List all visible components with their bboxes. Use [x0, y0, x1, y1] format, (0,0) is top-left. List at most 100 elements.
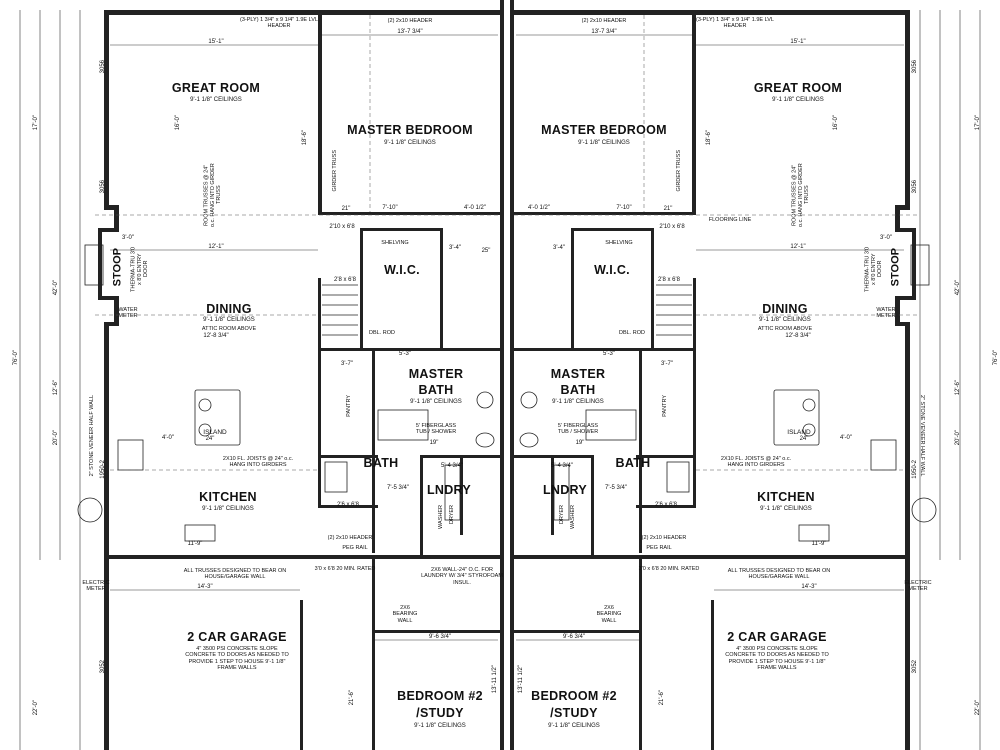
- dim-76-0-right: 76'-0": [993, 350, 999, 366]
- master-bedroom-ceiling: 9'-1 1/8" CEILINGS: [384, 140, 436, 146]
- dim-4-0: 4'-0 1/2": [464, 205, 486, 211]
- dim-master-width-right: 13'-7 3/4": [591, 29, 617, 35]
- dim-dining-width: 12'-1": [208, 244, 224, 250]
- dining-attic-note: ATTIC ROOM ABOVE: [201, 326, 257, 332]
- dim-garage-width-right: 14'-3": [801, 584, 817, 590]
- dim-13-11: 13'-11 1/2": [492, 665, 498, 694]
- header-3-2x10-note-right: (2) 2x10 HEADER: [581, 18, 627, 24]
- dim-12-6: 12'-6": [53, 380, 59, 396]
- dim-3056-b: 3056: [100, 180, 106, 194]
- laundry-label-right: LNDRY: [542, 483, 588, 497]
- dim-5-3: 5'-3": [399, 351, 411, 357]
- bedroom2-ceiling: 9'-1 1/8" CEILINGS: [414, 723, 466, 729]
- dim-door-2-10-right: 2'10 x 6'8: [659, 224, 685, 230]
- dim-42-0: 42'-0": [53, 280, 59, 296]
- dim-master-width: 13'-7 3/4": [397, 29, 423, 35]
- hidden-lines: [95, 15, 919, 471]
- great-room-ceiling-right: 9'-1 1/8" CEILINGS: [772, 97, 824, 103]
- dim-3056-b-right: 3056: [912, 180, 918, 194]
- tub-note: 5' FIBERGLASS TUB / SHOWER: [415, 423, 457, 436]
- header-2x10-note: (2) 2x10 HEADER: [327, 535, 373, 541]
- dim-bedroom-width: 9'-6 3/4": [429, 634, 451, 640]
- dining-ceiling: 9'-1 1/8" CEILINGS: [203, 317, 255, 323]
- room-trusses-note-right: ROOM TRUSSES @ 24" o.c. HANG INTO GIRDER…: [791, 163, 811, 227]
- dim-11-9-right: 11'-9": [811, 541, 827, 547]
- room-trusses-note: ROOM TRUSSES @ 24" o.c. HANG INTO GIRDER…: [203, 163, 223, 227]
- header-3-2x10-note: (2) 2x10 HEADER: [387, 18, 433, 24]
- dim-16-0-right: 16'-0": [833, 115, 839, 131]
- wic-label-right: W.I.C.: [594, 263, 630, 277]
- kitchen-ceiling-right: 9'-1 1/8" CEILINGS: [760, 506, 812, 512]
- master-bedroom-label-right: MASTER BEDROOM: [541, 123, 667, 137]
- dim-door-2-10: 2'10 x 6'8: [329, 224, 355, 230]
- dim-20-0-right: 20'-0": [955, 430, 961, 446]
- dim-13-11-right: 13'-11 1/2": [518, 665, 524, 694]
- dim-door-2-6-right: 2'6 x 6'8: [655, 502, 677, 508]
- flooring-line-note: FLOORING LINE: [708, 217, 752, 223]
- dim-76-0: 76'-0": [13, 350, 19, 366]
- island-label: ISLAND: [203, 429, 227, 436]
- dim-24: 24": [205, 436, 215, 442]
- trusses-bear-note: ALL TRUSSES DESIGNED TO BEAR ON HOUSE/GA…: [183, 568, 287, 581]
- garage-slab-note-right: 4" 3500 PSI CONCRETE SLOPE CONCRETE TO D…: [725, 646, 829, 671]
- garage-slab-note: 4" 3500 PSI CONCRETE SLOPE CONCRETE TO D…: [185, 646, 289, 671]
- dim-18-6-right: 18'-6": [706, 130, 712, 146]
- dim-3-4-right: 3'-4": [553, 245, 565, 251]
- rated-door-note: 3'0 x 6'8 20 MIN. RATED: [314, 566, 376, 572]
- bearing-wall-note-right: 2X6 BEARING WALL: [596, 605, 622, 624]
- girder-truss-note: GIRDER TRUSS: [331, 150, 338, 192]
- great-room-label: GREAT ROOM: [171, 81, 261, 95]
- dim-12-6-right: 12'-6": [955, 380, 961, 396]
- island-label-right: ISLAND: [787, 429, 811, 436]
- bedroom2-label-2-right: /STUDY: [550, 706, 598, 720]
- dim-3052-right: 3052: [912, 660, 918, 674]
- dim-bedroom-width-right: 9'-6 3/4": [563, 634, 585, 640]
- master-bath-ceiling: 9'-1 1/8" CEILINGS: [410, 399, 462, 405]
- master-bath-ceiling-right: 9'-1 1/8" CEILINGS: [552, 399, 604, 405]
- lvl-header-note: (3-PLY) 1 3/4" x 9 1/4" 1.9E LVL HEADER: [240, 17, 318, 30]
- dim-20-0: 20'-0": [53, 430, 59, 446]
- dim-19-right: 19": [575, 440, 585, 446]
- washer-note-right: WASHER: [569, 505, 576, 529]
- bearing-wall-note: 2X6 BEARING WALL: [392, 605, 418, 624]
- shelving-note: SHELVING: [381, 240, 409, 246]
- dim-1950: 1950-2: [100, 460, 106, 479]
- right-unit-walls: [510, 10, 916, 750]
- entry-door-note: THERMA-TRU 3'0 x 8'0 ENTRY DOOR: [130, 246, 150, 292]
- dim-7-5: 7'-5 3/4": [387, 485, 409, 491]
- master-bath-label-2-right: BATH: [560, 383, 596, 397]
- electric-meter-note: ELECTRIC METER: [82, 580, 110, 593]
- dim-24-right: 24": [799, 436, 809, 442]
- stone-veneer-note-right: 2" STONE VENEER HALF WALL: [919, 395, 926, 477]
- water-meter-note: WATER METER: [118, 307, 138, 320]
- entry-door-note-right: THERMA-TRU 3'0 x 8'0 ENTRY DOOR: [864, 246, 884, 292]
- dim-3056-a: 3056: [100, 60, 106, 74]
- dim-garage-width: 14'-3": [197, 584, 213, 590]
- kitchen-label-right: KITCHEN: [757, 490, 815, 504]
- water-meter-note-right: WATER METER: [876, 307, 896, 320]
- fixtures: [77, 244, 937, 542]
- dim-3-0-right: 3'-0": [880, 235, 892, 241]
- dim-great-room-width: 15'-1": [208, 39, 224, 45]
- dim-25: 25": [481, 248, 491, 254]
- dim-21-right: 21": [663, 206, 673, 212]
- peg-rail-note-right: PEG RAIL: [646, 545, 672, 551]
- kitchen-label: KITCHEN: [199, 490, 257, 504]
- bath-label: BATH: [363, 456, 399, 470]
- dim-3052: 3052: [100, 660, 106, 674]
- pantry-note-right: PANTRY: [661, 395, 668, 417]
- floor-joists-note: 2X10 FL. JOISTS @ 24" o.c. HANG INTO GIR…: [222, 456, 294, 469]
- dim-dining-width-right: 12'-1": [790, 244, 806, 250]
- dim-3-0: 3'-0": [122, 235, 134, 241]
- laundry-label: LNDRY: [426, 483, 472, 497]
- dim-21-6-right: 21'-6": [659, 690, 665, 706]
- master-bath-label-1: MASTER: [408, 367, 464, 381]
- garage-label: 2 CAR GARAGE: [187, 630, 287, 644]
- dim-21: 21": [341, 206, 351, 212]
- dim-4-0b: 4'-0": [162, 435, 174, 441]
- dim-19: 19": [429, 440, 439, 446]
- dbl-rod-note-right: DBL. ROD: [619, 330, 645, 336]
- dining-ceiling-right: 9'-1 1/8" CEILINGS: [759, 317, 811, 323]
- stoop-label-right: STOOP: [889, 248, 902, 287]
